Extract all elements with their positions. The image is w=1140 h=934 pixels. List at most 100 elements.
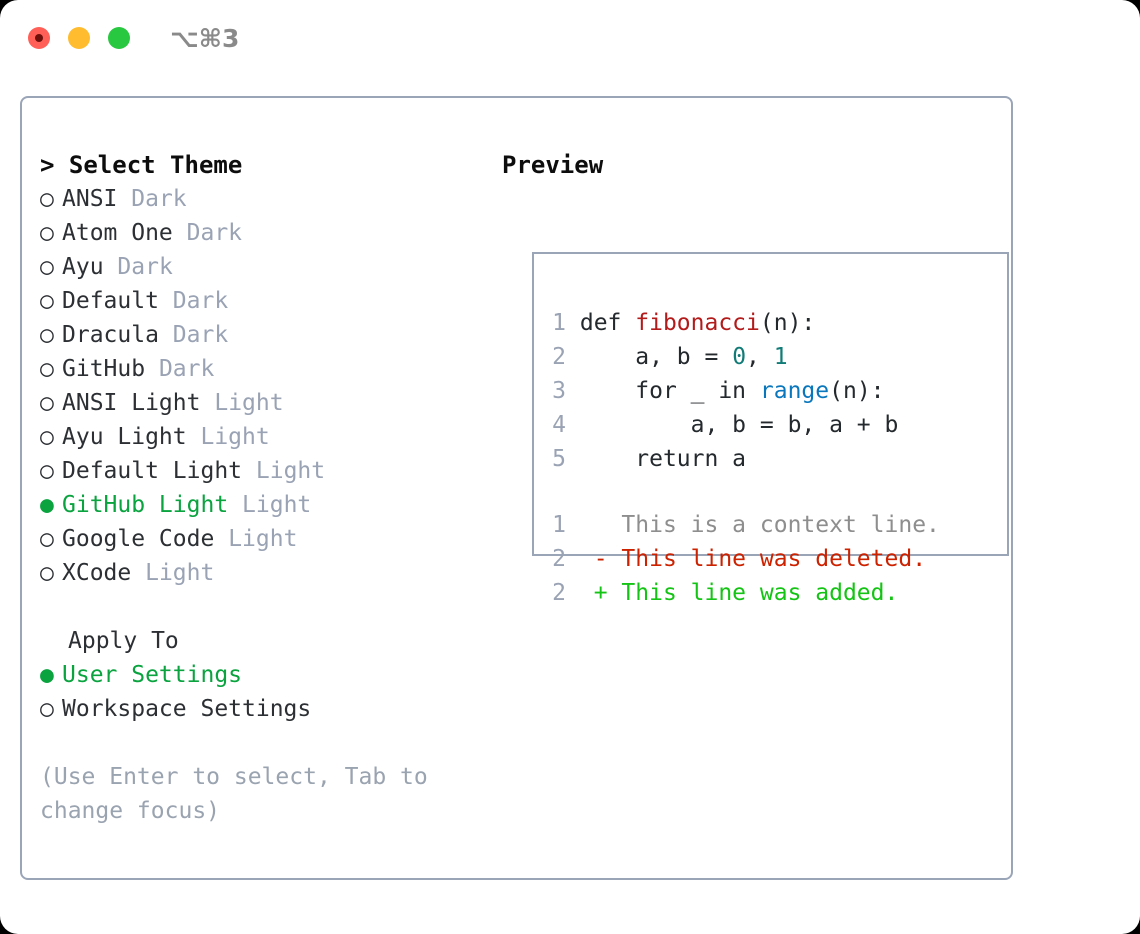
zoom-window-button[interactable] xyxy=(108,27,130,49)
theme-option-github[interactable]: ○ GitHub Dark xyxy=(40,352,470,386)
theme-variant-tag: Dark xyxy=(172,288,229,314)
keyboard-hint-text: (Use Enter to select, Tab to change focu… xyxy=(40,764,428,824)
radio-unselected-icon: ○ xyxy=(40,696,54,722)
apply-to-option-label: User Settings xyxy=(62,662,243,688)
apply-to-option-user-settings[interactable]: ● User Settings xyxy=(40,658,470,692)
theme-variant-tag: Light xyxy=(145,560,215,586)
theme-variant-tag: Light xyxy=(242,492,312,518)
page-title: > Select Theme xyxy=(40,151,243,179)
theme-option-label: GitHub Light xyxy=(62,492,229,518)
theme-option-label: GitHub xyxy=(62,356,146,382)
theme-variant-tag: Dark xyxy=(172,322,229,348)
spacer xyxy=(145,356,159,382)
spacer xyxy=(173,220,187,246)
preview-column: Preview 1 def fibonacci(n):2 a, b = 0, 1… xyxy=(502,148,1009,606)
theme-option-label: Default xyxy=(62,288,159,314)
diff-text: This line was added. xyxy=(621,580,899,606)
minimize-window-button[interactable] xyxy=(68,27,90,49)
line-number: 1 xyxy=(552,512,566,538)
theme-option-google-code[interactable]: ○Google Code Light xyxy=(40,522,470,556)
line-number: 2 xyxy=(552,580,566,606)
theme-option-ayu[interactable]: ○ Ayu Dark xyxy=(40,250,470,284)
line-number: 1 xyxy=(552,310,566,336)
theme-option-ansi-light[interactable]: ○ANSI Light Light xyxy=(40,386,470,420)
diff-line-ctx: 1 This is a context line. xyxy=(546,508,999,542)
spacer xyxy=(117,186,131,212)
theme-variant-tag: Light xyxy=(255,458,326,484)
diff-text: This is a context line. xyxy=(621,512,940,538)
theme-option-default-light[interactable]: ○ Default Light Light xyxy=(40,454,470,488)
code-line: 3 for _ in range(n): xyxy=(546,374,999,408)
theme-variant-tag: Dark xyxy=(131,186,187,212)
theme-option-ansi[interactable]: ○ANSI Dark xyxy=(40,182,470,216)
diff-line-del: 2 - This line was deleted. xyxy=(546,542,999,576)
theme-variant-tag: Dark xyxy=(117,254,173,280)
code-token: return a xyxy=(579,446,747,472)
theme-option-xcode[interactable]: ○XCode Light xyxy=(40,556,470,590)
diff-sign: - xyxy=(593,546,622,572)
preview-title: Preview xyxy=(502,151,604,179)
diff-line-add: 2 + This line was added. xyxy=(546,576,999,610)
theme-option-label: Ayu xyxy=(62,254,104,280)
code-line: 2 a, b = 0, 1 xyxy=(546,340,999,374)
gutter-gap xyxy=(566,446,580,472)
title-bar: ⌥⌘3 xyxy=(0,0,1140,76)
gutter-gap xyxy=(566,580,594,606)
spacer xyxy=(242,458,256,484)
theme-option-atom-one[interactable]: ○Atom One Dark xyxy=(40,216,470,250)
theme-option-github-light[interactable]: ● GitHub Light Light xyxy=(40,488,470,522)
theme-variant-tag: Dark xyxy=(158,356,215,382)
code-token: 1 xyxy=(773,344,788,370)
spacer xyxy=(159,288,173,314)
code-token: (n): xyxy=(759,310,816,336)
diff-sign xyxy=(594,512,622,538)
theme-selector-column: > Select Theme ○ANSI Dark○Atom One Dark○… xyxy=(40,148,470,828)
line-number: 2 xyxy=(552,344,566,370)
line-number: 3 xyxy=(552,378,566,404)
close-window-button[interactable] xyxy=(28,27,50,49)
apply-to-option-workspace-settings[interactable]: ○Workspace Settings xyxy=(40,692,470,726)
gutter-gap xyxy=(566,378,580,404)
code-token: range xyxy=(759,378,830,404)
radio-unselected-icon: ○ xyxy=(40,356,54,382)
spacer xyxy=(200,390,214,416)
main-panel: > Select Theme ○ANSI Dark○Atom One Dark○… xyxy=(20,96,1013,880)
code-token: a, b = b, a + b xyxy=(579,412,899,438)
radio-unselected-icon: ○ xyxy=(40,458,54,484)
theme-option-dracula[interactable]: ○Dracula Dark xyxy=(40,318,470,352)
theme-variant-tag: Light xyxy=(200,424,270,450)
code-token: for _ in xyxy=(579,378,760,404)
theme-variant-tag: Dark xyxy=(186,220,243,246)
theme-option-label: Default Light xyxy=(62,458,243,484)
diff-text: This line was deleted. xyxy=(621,546,927,572)
close-icon xyxy=(35,34,43,42)
radio-selected-icon: ● xyxy=(40,492,54,518)
theme-option-label: Ayu Light xyxy=(62,424,187,450)
theme-variant-tag: Light xyxy=(214,390,284,416)
theme-option-default[interactable]: ○Default Dark xyxy=(40,284,470,318)
code-diff-separator xyxy=(546,476,999,508)
apply-to-list: ● User Settings ○Workspace Settings xyxy=(40,658,470,726)
code-token: , xyxy=(746,344,774,370)
code-line: 1 def fibonacci(n): xyxy=(546,306,999,340)
theme-option-label: Dracula xyxy=(62,322,159,348)
code-token: 0 xyxy=(732,344,747,370)
theme-variant-tag: Light xyxy=(228,526,298,552)
gutter-gap xyxy=(566,512,594,538)
diff-sign: + xyxy=(593,580,622,606)
spacer xyxy=(214,526,228,552)
theme-option-label: ANSI Light xyxy=(62,390,201,416)
radio-unselected-icon: ○ xyxy=(40,254,54,280)
code-line: 4 a, b = b, a + b xyxy=(546,408,999,442)
theme-option-ayu-light[interactable]: ○Ayu Light Light xyxy=(40,420,470,454)
apply-to-heading: Apply To xyxy=(68,628,179,654)
list-spacer xyxy=(40,590,470,624)
code-token: fibonacci xyxy=(635,310,760,336)
gutter-gap xyxy=(566,546,594,572)
radio-selected-icon: ● xyxy=(40,662,54,688)
line-number: 2 xyxy=(552,546,566,572)
code-token: (n): xyxy=(829,378,885,404)
